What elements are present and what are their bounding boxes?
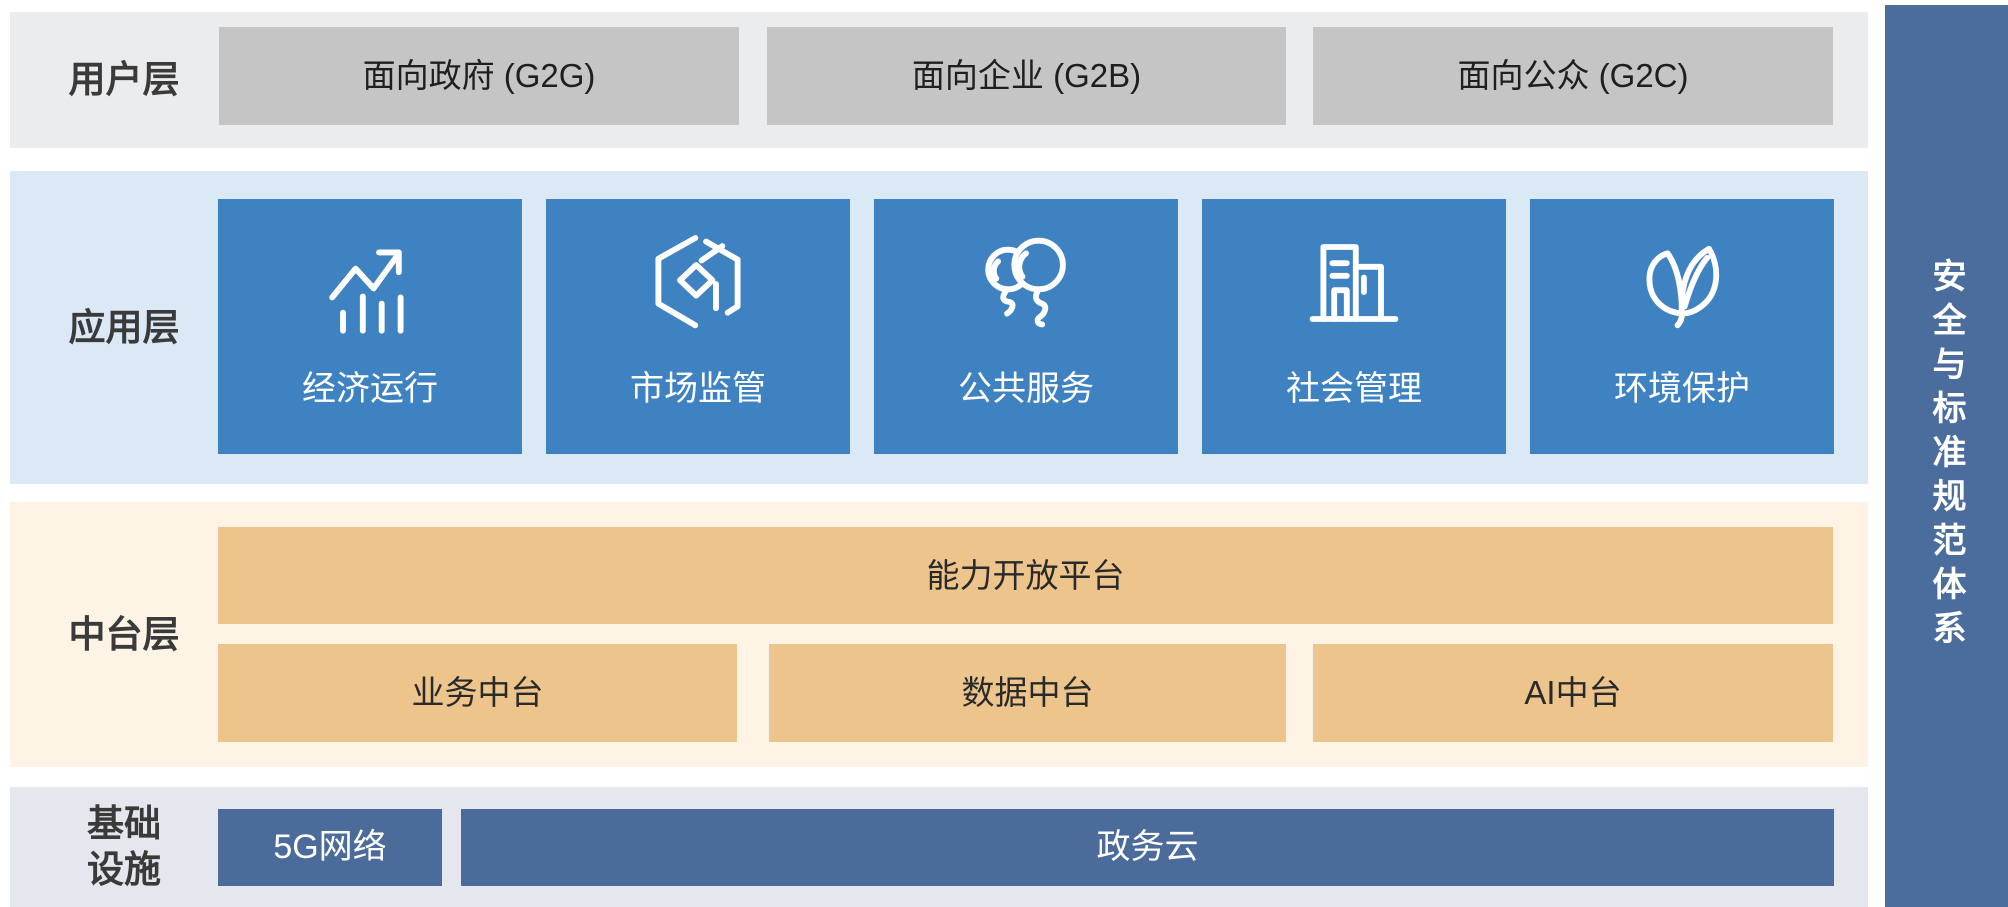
platform-box-data: 数据中台 <box>769 644 1286 742</box>
app-box-environment: 环境保护 <box>1530 199 1834 454</box>
security-standards-bar: 安全与标准规范体系 <box>1885 5 2008 907</box>
infra-box-5g: 5G网络 <box>218 809 442 886</box>
app-box-market: 市场监管 <box>546 199 850 454</box>
app-layer-label: 应用层 <box>68 306 180 348</box>
user-layer-label: 用户层 <box>68 59 180 100</box>
security-standards-label: 安全与标准规范体系 <box>1927 258 1965 654</box>
infra-layer-row: 基础 设施 5G网络 政务云 <box>10 787 1868 907</box>
infra-layer-label: 基础 设施 <box>87 803 161 890</box>
balloons-icon <box>985 237 1066 328</box>
user-box-g2b: 面向企业 (G2B) <box>767 27 1286 125</box>
app-box-label: 环境保护 <box>1614 370 1750 408</box>
platform-box-open-platform: 能力开放平台 <box>218 527 1833 624</box>
app-layer-row: 应用层 经济运行 <box>10 171 1868 484</box>
platform-box-ai: AI中台 <box>1313 644 1833 742</box>
hexagon-cube-icon <box>655 235 741 329</box>
platform-layer-row: 中台层 能力开放平台 业务中台 数据中台 AI中台 <box>10 502 1868 767</box>
app-box-label: 公共服务 <box>958 370 1094 408</box>
leaf-icon <box>1646 245 1720 329</box>
app-box-public-service: 公共服务 <box>874 199 1178 454</box>
trend-chart-icon <box>329 249 404 334</box>
app-box-label: 市场监管 <box>630 370 766 408</box>
user-box-g2c: 面向公众 (G2C) <box>1313 27 1833 125</box>
app-box-economy: 经济运行 <box>218 199 522 454</box>
platform-layer-label: 中台层 <box>68 613 180 655</box>
infra-box-gov-cloud: 政务云 <box>461 809 1834 886</box>
app-box-social: 社会管理 <box>1202 199 1506 454</box>
buildings-icon <box>1309 244 1399 322</box>
user-layer-row: 用户层 面向政府 (G2G) 面向企业 (G2B) 面向公众 (G2C) <box>10 12 1868 148</box>
user-box-g2g: 面向政府 (G2G) <box>219 27 739 125</box>
platform-box-business: 业务中台 <box>218 644 737 742</box>
app-box-label: 经济运行 <box>302 370 438 408</box>
app-box-label: 社会管理 <box>1286 370 1422 408</box>
